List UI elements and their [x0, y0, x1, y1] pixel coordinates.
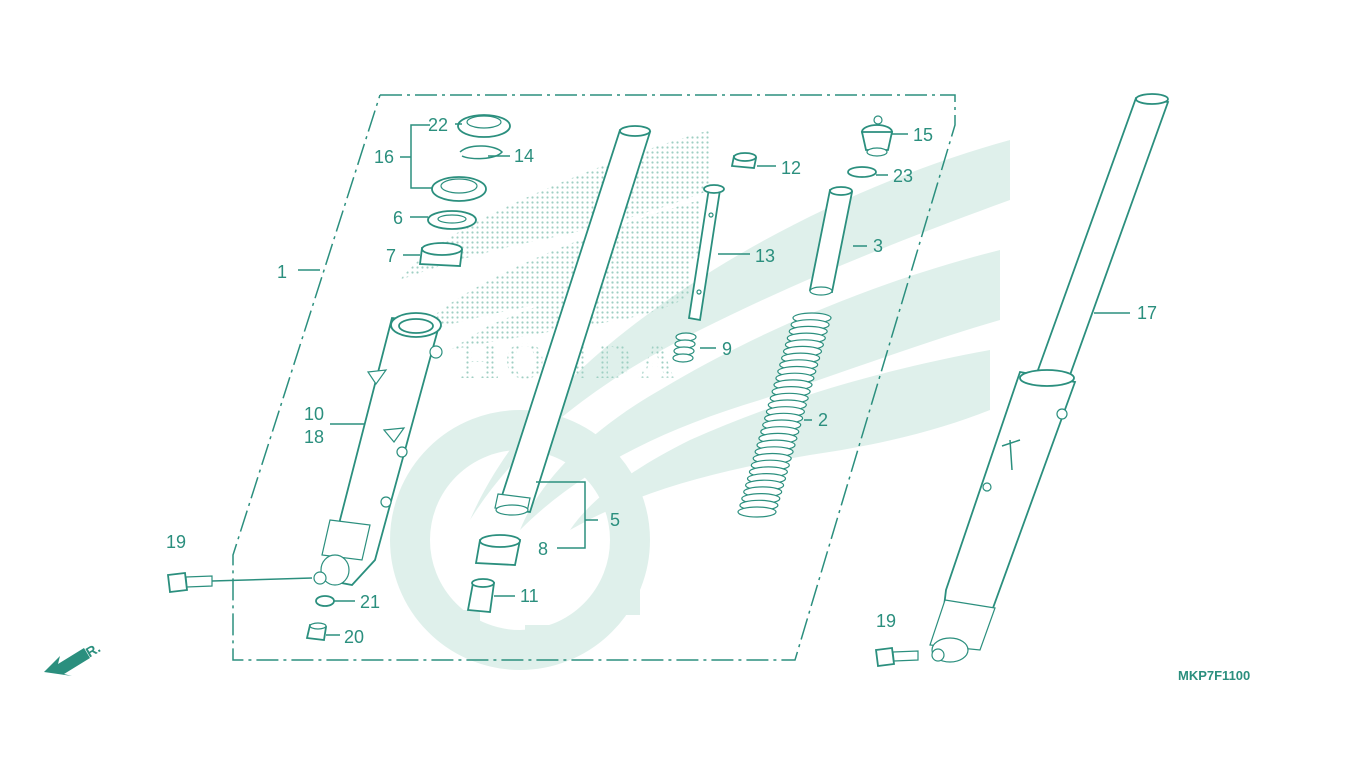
part-label-22: 22	[428, 115, 448, 135]
part-label-2: 2	[818, 410, 828, 430]
damper-pipe-13	[687, 184, 725, 322]
bushing-8	[474, 534, 522, 566]
assembly-frame	[232, 94, 956, 661]
part-labels: 1 2 3 5 6 7 8 9 10 11 12 13 14 15 16 17 …	[166, 115, 1157, 647]
part-label-15: 15	[913, 125, 933, 145]
part-label-23: 23	[893, 166, 913, 186]
washer-6	[427, 210, 477, 230]
part-label-19-right: 19	[876, 611, 896, 631]
leader-lines	[211, 123, 1130, 636]
diagram-code: MKP7F1100	[1178, 668, 1250, 683]
part-label-3: 3	[873, 236, 883, 256]
part-label-12: 12	[781, 158, 801, 178]
fork-assembly-17	[929, 93, 1170, 663]
part-label-1: 1	[277, 262, 287, 282]
part-label-19-left: 19	[166, 532, 186, 552]
dust-seal-22	[457, 114, 511, 138]
rebound-spring-9	[672, 332, 697, 363]
part-label-9: 9	[722, 339, 732, 359]
part-label-10: 10	[304, 404, 324, 424]
spring-coil	[737, 506, 777, 518]
part-label-11: 11	[520, 586, 539, 606]
part-label-21: 21	[360, 592, 380, 612]
circlip-14	[459, 145, 504, 160]
fork-spring-2	[737, 312, 832, 518]
part-label-7: 7	[386, 246, 396, 266]
bushing-7	[418, 242, 464, 267]
part-label-20: 20	[344, 627, 364, 647]
o-ring-23	[847, 166, 877, 178]
part-label-18: 18	[304, 427, 324, 447]
front-direction-arrow: FR.	[44, 639, 103, 676]
fork-bolt-15	[860, 115, 894, 157]
washer-21	[315, 595, 335, 607]
part-label-8: 8	[538, 539, 548, 559]
axle-bolt-19-left	[167, 572, 213, 593]
spacer-3	[808, 186, 854, 296]
part-label-6: 6	[393, 208, 403, 228]
part-label-14: 14	[514, 146, 534, 166]
fork-tube-5	[494, 125, 652, 516]
part-label-16: 16	[374, 147, 394, 167]
part-label-13: 13	[755, 246, 775, 266]
collar-12	[730, 152, 758, 169]
drain-bolt-20	[305, 622, 328, 641]
oil-seal-16	[431, 176, 487, 202]
axle-bolt-19-right	[874, 646, 919, 668]
fork-slider-10-18	[313, 312, 443, 586]
oil-lock-piece-11	[466, 578, 496, 613]
part-label-5: 5	[610, 510, 620, 530]
part-label-17: 17	[1137, 303, 1157, 323]
